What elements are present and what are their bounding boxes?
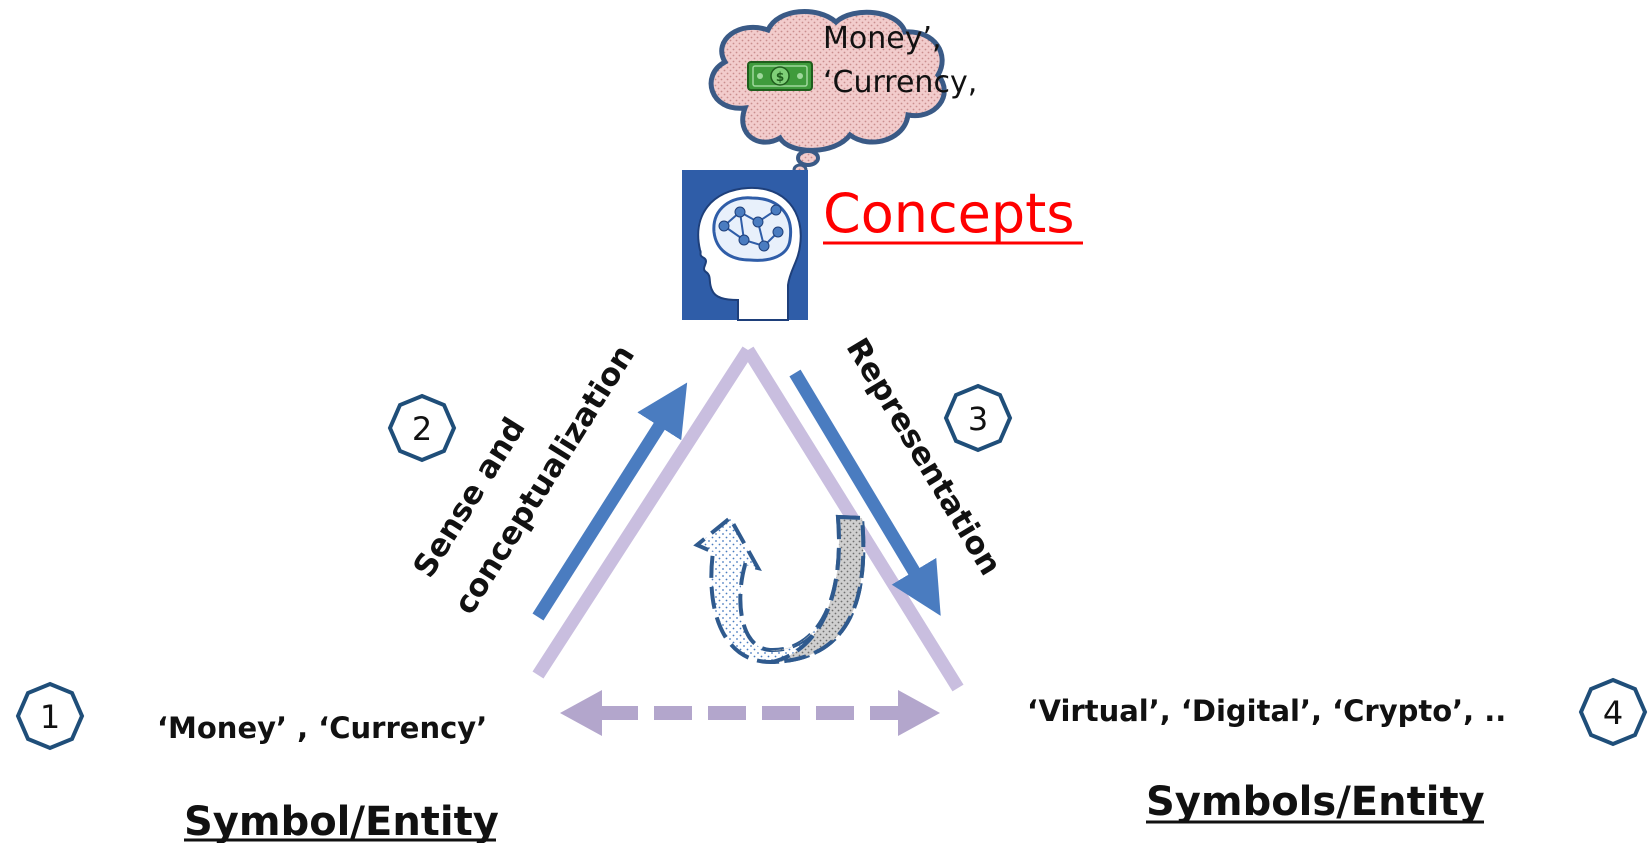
right-node-words: ‘Virtual’, ‘Digital’, ‘Crypto’, .. [1027, 694, 1506, 728]
arrow-sense [532, 382, 688, 621]
badge-1: 1 [15, 681, 85, 751]
dashed-double-arrow [560, 690, 940, 736]
dollar-bill-icon: $ [747, 61, 813, 91]
concepts-title: Concepts [823, 182, 1074, 245]
right-node-title: Symbols/Entity [1146, 779, 1485, 825]
u-turn-arrow [693, 514, 866, 665]
svg-text:4: 4 [1603, 694, 1623, 732]
brain-head-icon [682, 170, 808, 321]
svg-text:1: 1 [40, 698, 60, 736]
left-node-words: ‘Money’ , ‘Currency’ [157, 711, 487, 745]
badge-2: 2 [387, 393, 457, 463]
svg-text:3: 3 [968, 400, 988, 438]
svg-text:2: 2 [412, 410, 432, 448]
left-node-title: Symbol/Entity [184, 799, 499, 843]
badge-4: 4 [1578, 677, 1648, 747]
svg-text:$: $ [776, 70, 784, 84]
thought-line-2: ‘Currency, [823, 65, 977, 100]
badge-3: 3 [943, 383, 1013, 453]
arrow-representation [789, 369, 941, 616]
thought-line-1: Money’, [823, 21, 942, 56]
thought-cloud [708, 9, 947, 177]
